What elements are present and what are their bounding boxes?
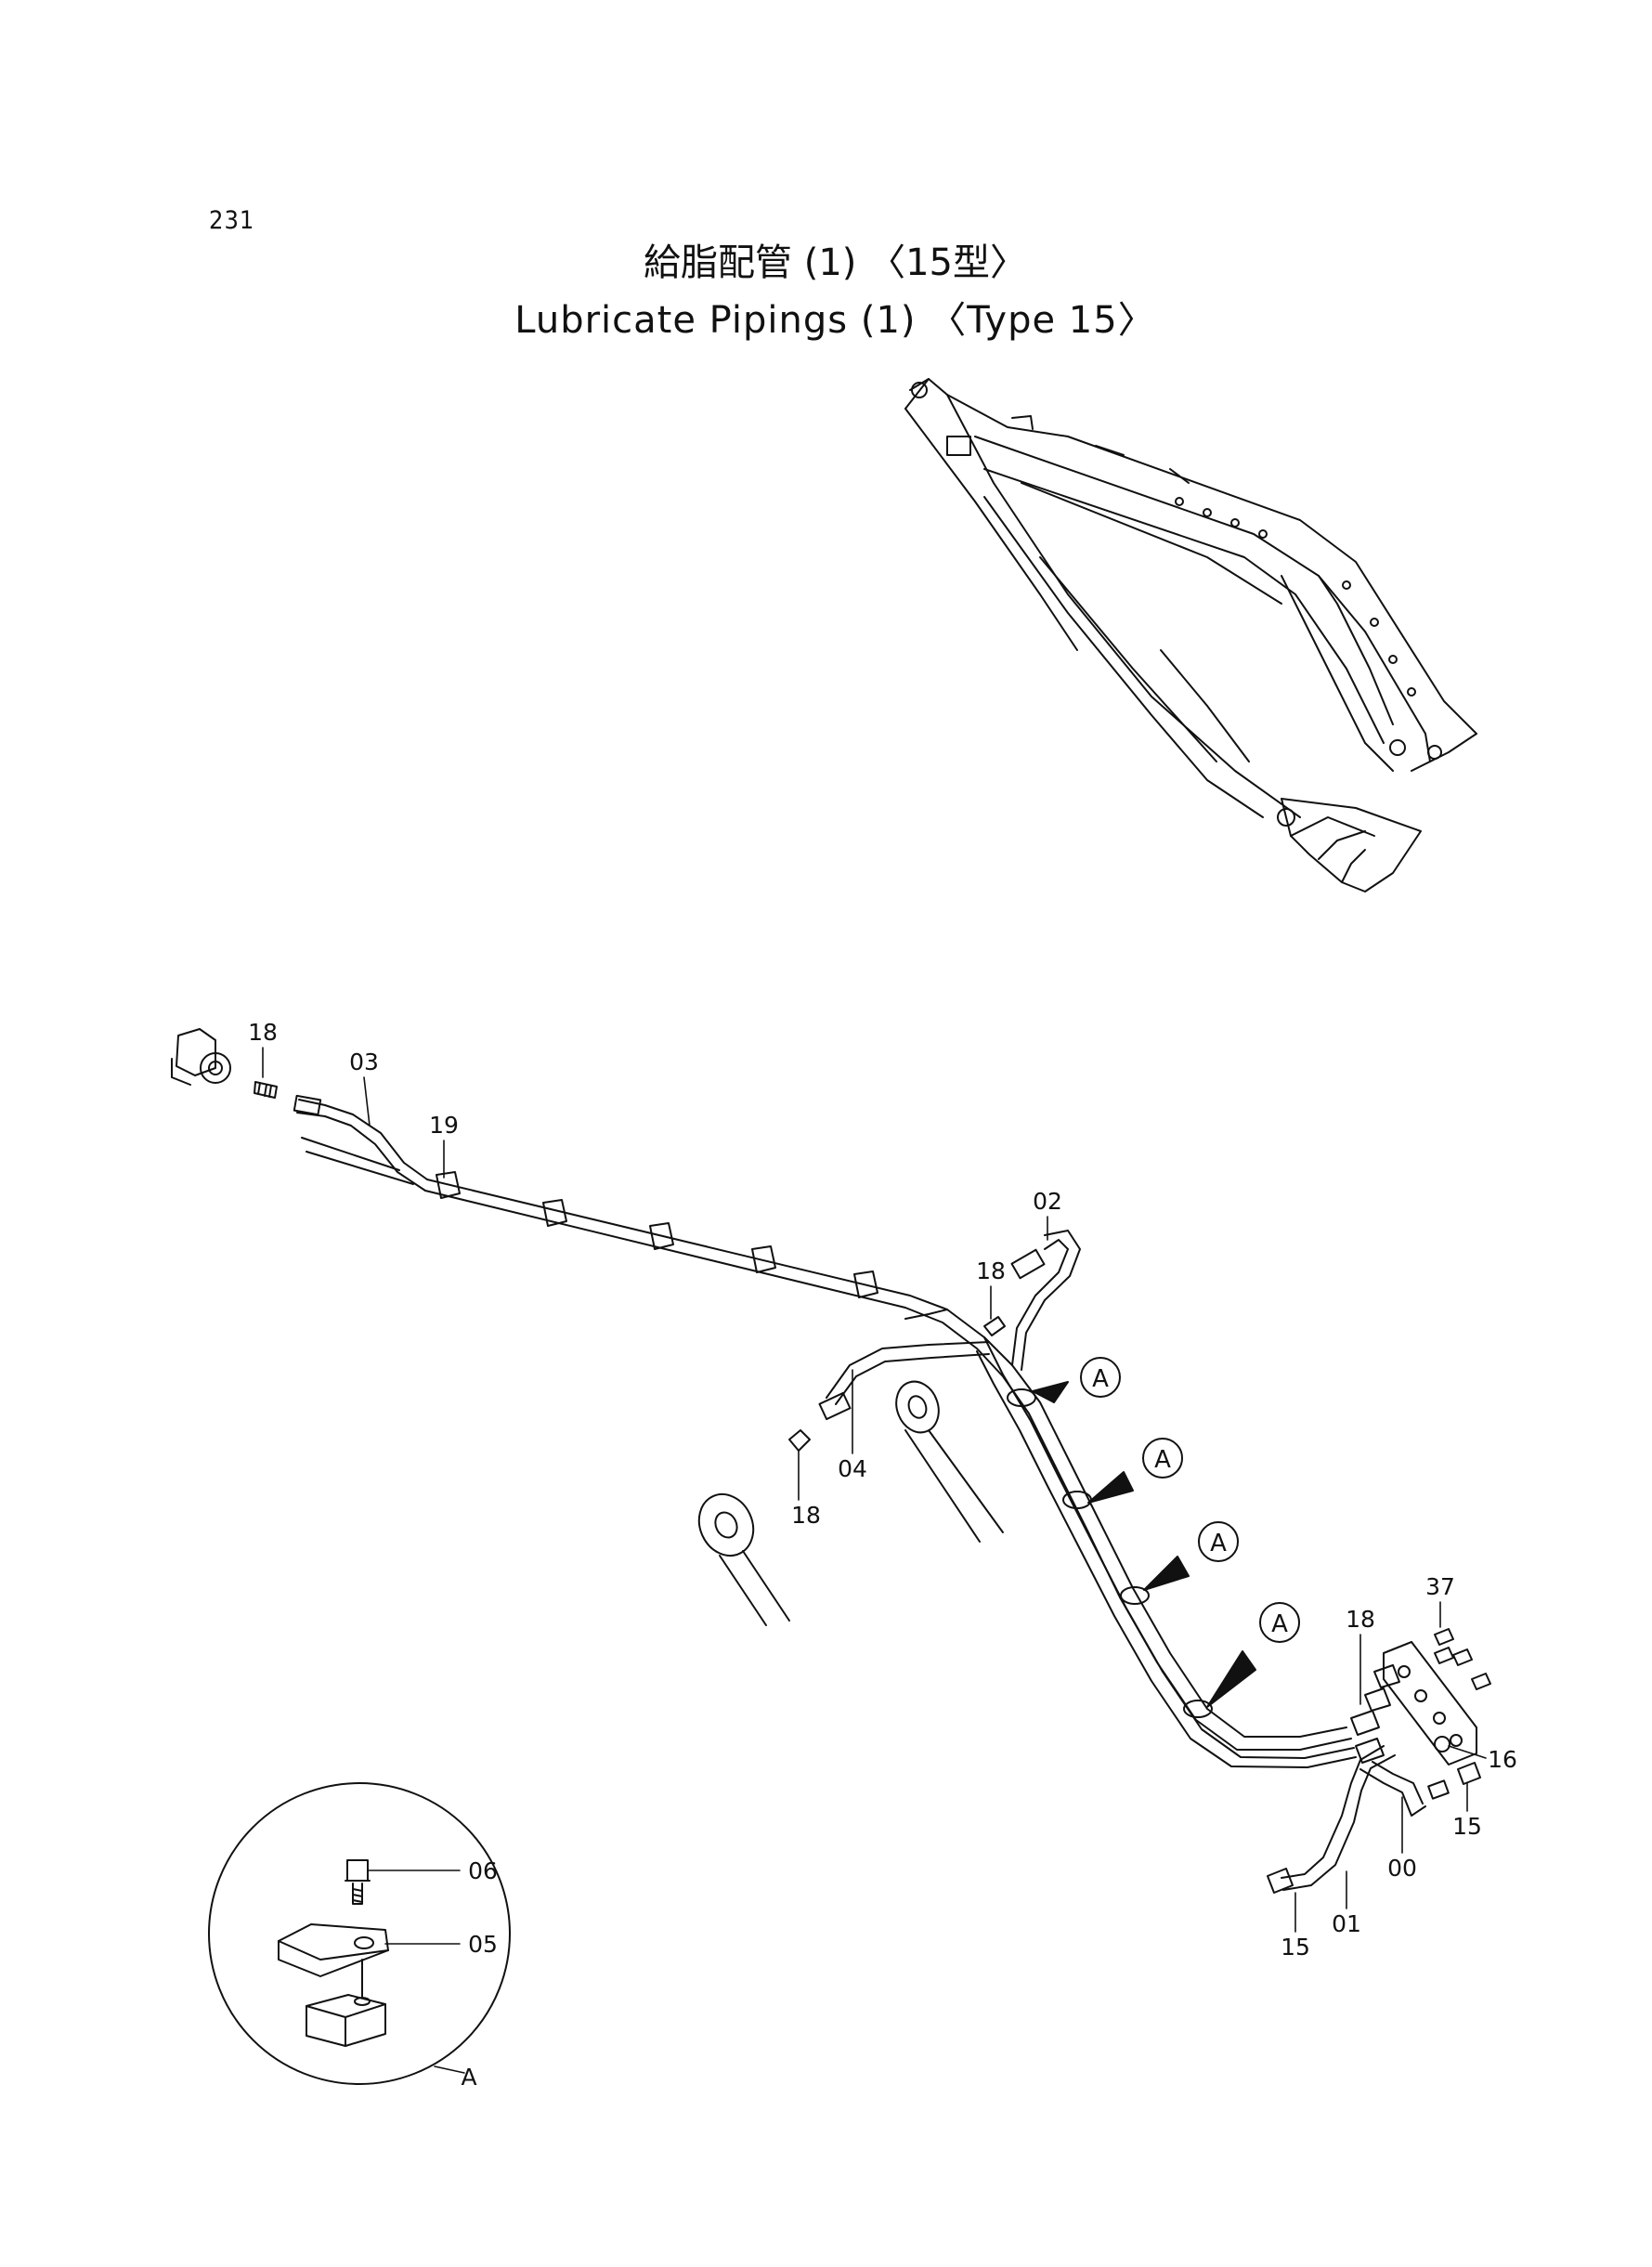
part-label-03: 03 [349, 1049, 379, 1075]
part-label-15-right: 15 [1452, 1813, 1482, 1840]
page-number: 231 [209, 206, 255, 235]
callout-a-label-4: A [1271, 1610, 1288, 1638]
detail-a [208, 1782, 511, 2085]
part-label-01: 01 [1332, 1910, 1361, 1937]
callout-a-label-3: A [1210, 1530, 1227, 1557]
title-japanese: 給脂配管 (1) 〈15型〉 [644, 241, 1027, 284]
part-label-16: 16 [1488, 1746, 1517, 1773]
part-label-04: 04 [838, 1455, 867, 1482]
leader-lines [262, 1047, 1487, 2074]
callout-a-label-1: A [1092, 1365, 1109, 1393]
part-label-37: 37 [1425, 1573, 1455, 1600]
part-label-15-bottom: 15 [1281, 1934, 1310, 1961]
part-label-06: 06 [468, 1857, 498, 1884]
part-label-18-low: 18 [791, 1502, 821, 1529]
title-english: Lubricate Pipings (1) 〈Type 15〉 [514, 299, 1156, 342]
part-label-05: 05 [468, 1931, 498, 1958]
piping-assembly [171, 1028, 1491, 1894]
part-label-18-mid: 18 [976, 1257, 1006, 1284]
part-label-00: 00 [1387, 1855, 1417, 1882]
boom-arm-overview [904, 378, 1477, 892]
part-label-18-top: 18 [248, 1019, 278, 1046]
callout-a-label-2: A [1154, 1446, 1171, 1474]
part-label-19: 19 [429, 1112, 459, 1139]
detail-a-label: A [461, 2064, 476, 2091]
part-label-18-right: 18 [1346, 1606, 1375, 1633]
part-label-02: 02 [1033, 1188, 1062, 1215]
callout-a-markers [1032, 1357, 1300, 1708]
